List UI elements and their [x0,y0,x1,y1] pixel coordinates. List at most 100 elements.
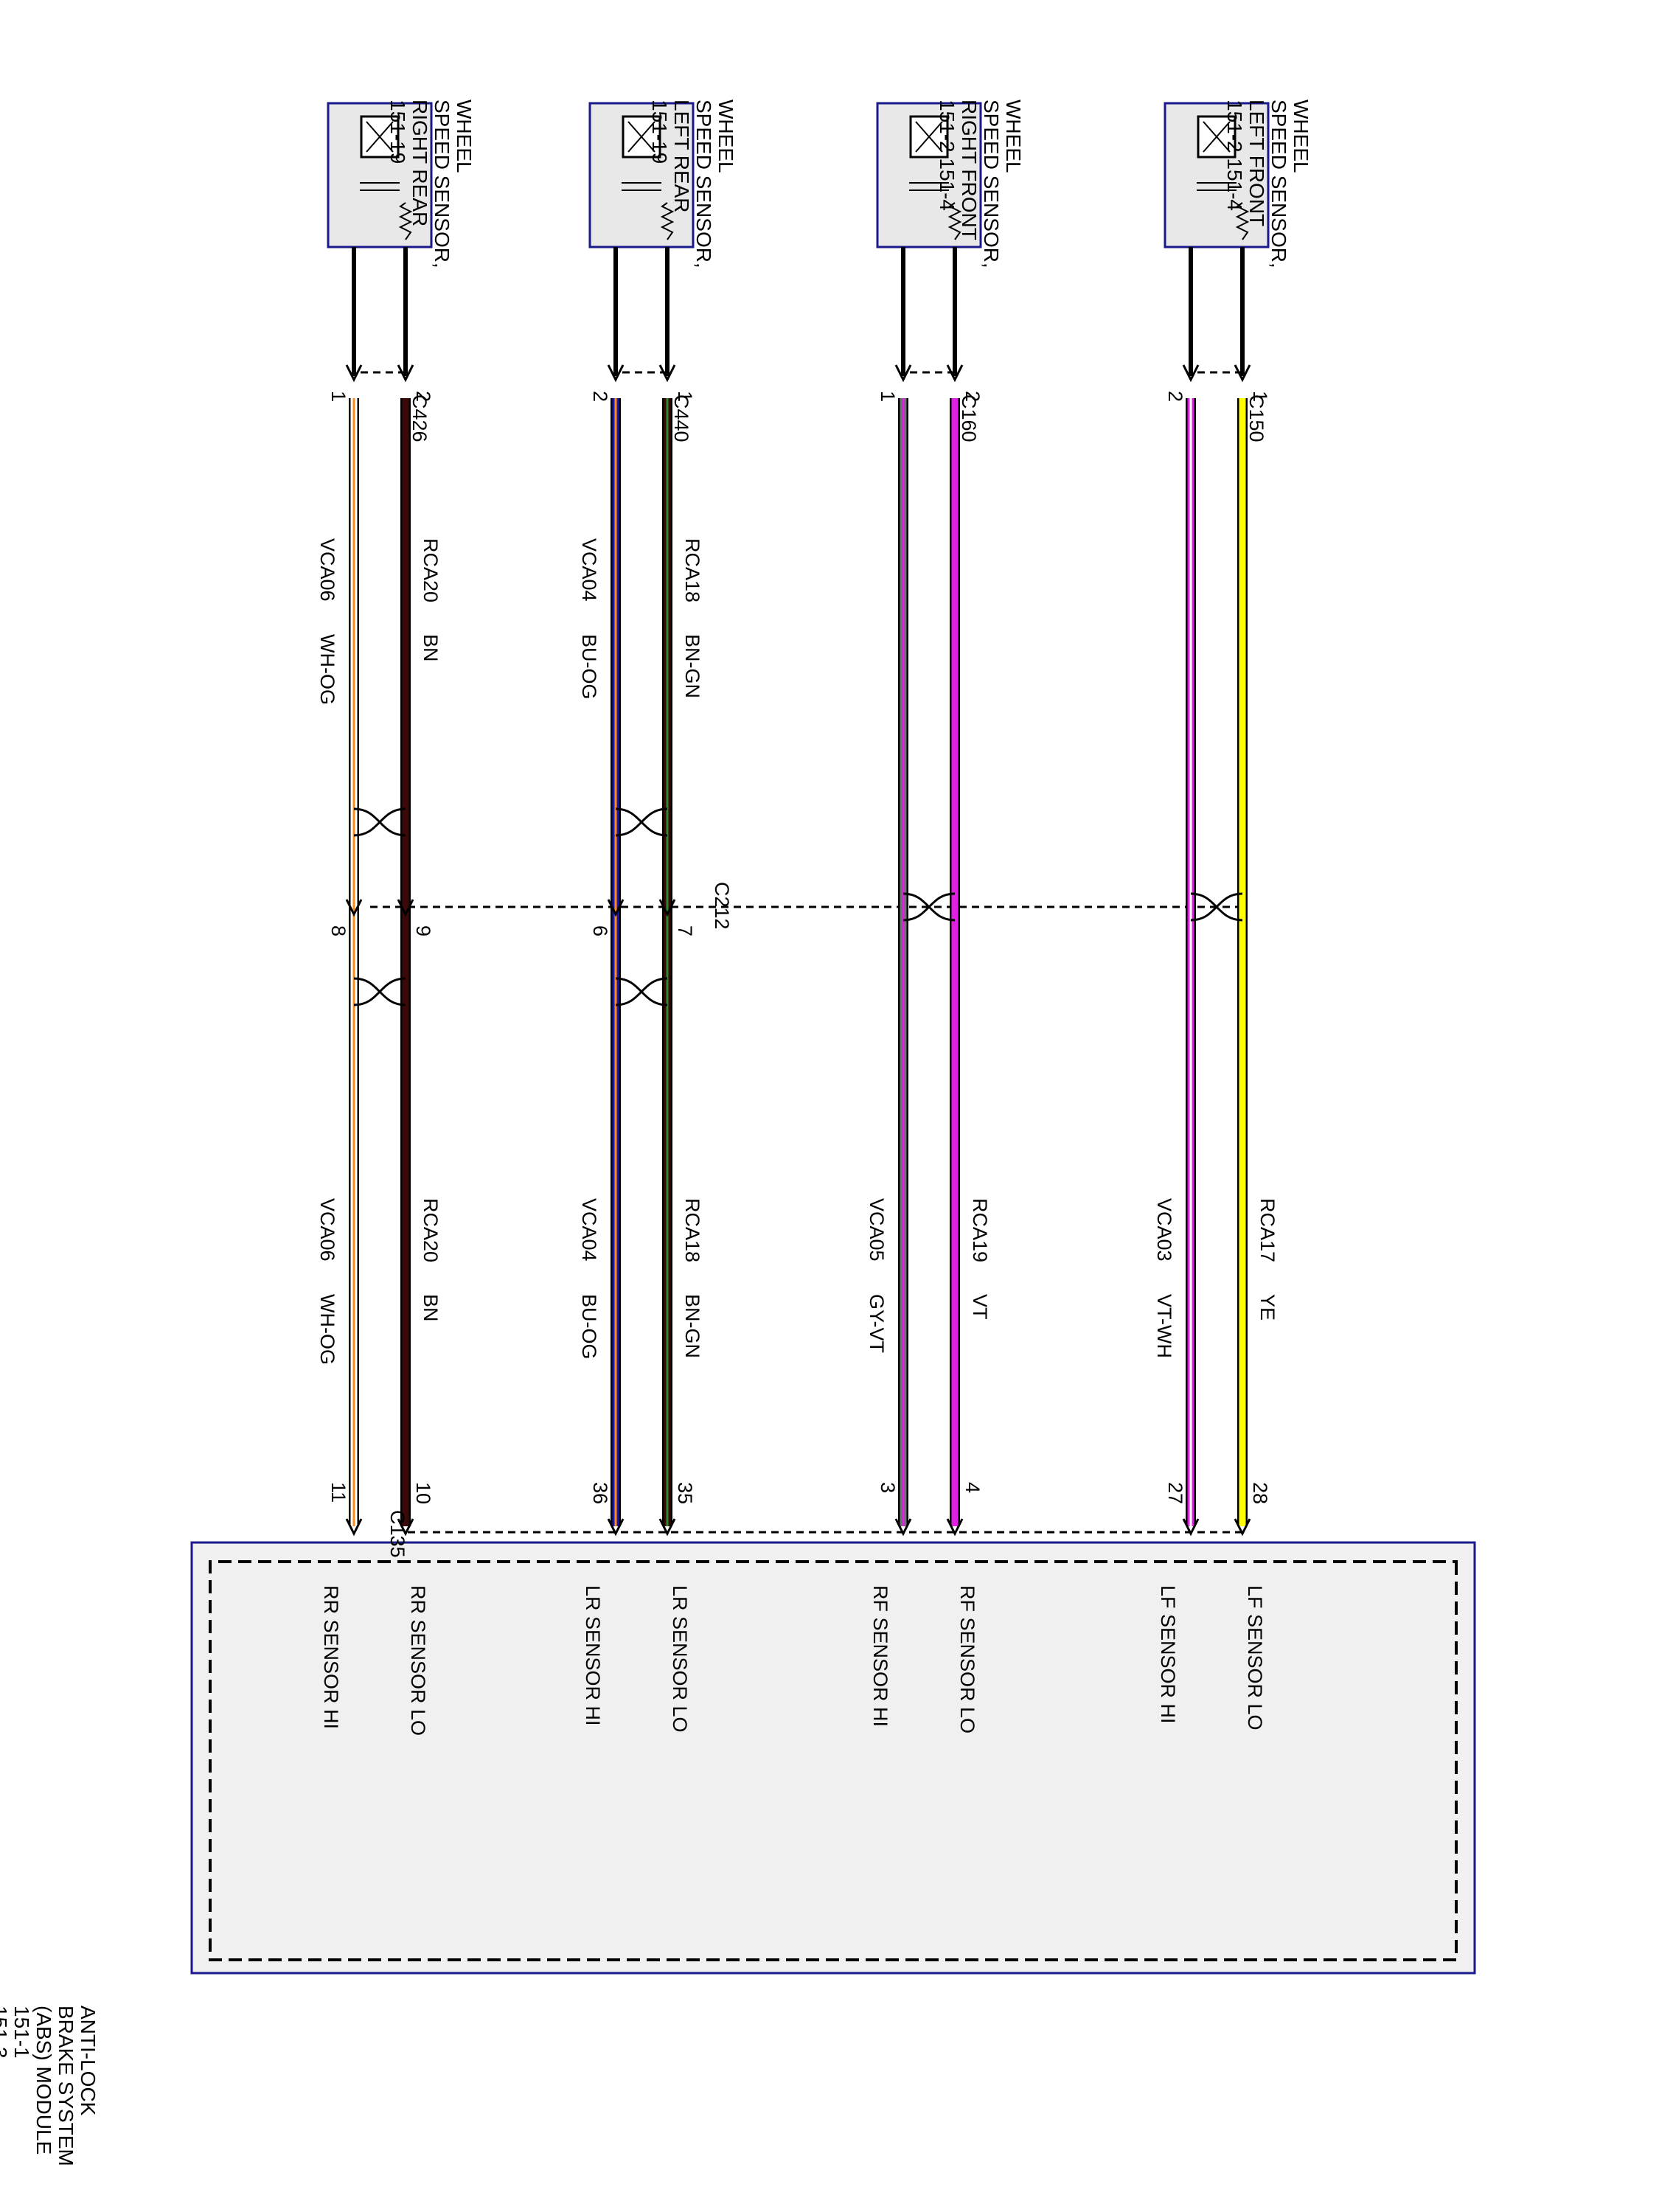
sensor-pin-number: 2 [1164,391,1186,402]
wire-circuit-label: VCA06 [316,538,338,602]
resistor-icon [947,202,962,240]
sensor-label-line: LEFT REAR [670,100,693,213]
wire-circuit-label: RCA19 [969,1198,991,1262]
module-pin-number: 28 [1249,1482,1271,1504]
connector-pin-icon [607,364,625,383]
wire-circuit-label: VCA04 [578,1198,600,1262]
module-pin-icon [397,1518,414,1537]
module-pin-number: 27 [1164,1482,1186,1504]
module-pin-number: 11 [327,1482,349,1503]
sensor-lr-box [588,102,695,248]
wire-circuit-label: VCA06 [316,1198,338,1262]
wire-color-label: BN-GN [681,1294,703,1358]
twisted-pair-icon [1190,892,1243,922]
module-pin-label: RR SENSOR LO [407,1585,429,1736]
sensor-pin-number: 1 [877,391,899,402]
module-pin-label: LF SENSOR LO [1244,1585,1266,1731]
module-pin-label: LR SENSOR HI [582,1585,604,1726]
sensor-label-line: SPEED SENSOR, [692,100,715,268]
wire-color-label: WH-OG [316,634,338,705]
sensor-label-line: WHEEL [1290,100,1312,173]
wire-circuit-label: RCA18 [681,1198,703,1262]
sensor-label-line: SPEED SENSOR, [431,100,453,268]
capacitor-icon [622,182,661,191]
module-pin-icon [1182,1518,1200,1537]
inline-pin-number: 7 [674,925,696,936]
wire-circuit-label: VCA05 [866,1198,888,1262]
abs-module [190,1541,1476,1975]
sensor-pin-number: 1 [1249,391,1271,402]
module-pin-number: 10 [412,1482,434,1504]
sensor-pin-number: 1 [674,391,696,402]
wire-color-label: YE [1256,1294,1279,1321]
connector-pin-icon [345,364,363,383]
sensor-rr-box [327,102,433,248]
sensor-label-line: 151-19 [648,100,671,164]
module-pin-label: RR SENSOR HI [320,1585,342,1729]
module-pin-icon [894,1518,912,1537]
sensor-pin-number: 2 [589,391,611,402]
module-title-line-1: ANTI-LOCK [77,2006,100,2116]
twisted-pair-icon [353,977,406,1006]
sensor-label-line: SPEED SENSOR, [980,100,1003,268]
wire-color-label: BN [420,1294,442,1322]
inline-pin-icon [345,899,363,917]
twisted-pair-icon [902,892,956,922]
connector-pin-icon [894,364,912,383]
sensor-label-line: 151-2 151-4 [1223,100,1246,211]
module-pin-label: LF SENSOR HI [1157,1585,1179,1724]
module-pin-icon [658,1518,676,1537]
inline-pin-icon [397,899,414,917]
module-connector-label: C135 [386,1510,408,1558]
abs-module-outline [190,1541,1476,1975]
sensor-coil-x-icon [915,121,943,153]
inline-pin-icon [658,899,676,917]
module-pin-number: 36 [589,1482,611,1504]
sensor-pin-number: 1 [327,391,349,402]
inline-pin-icon [607,899,625,917]
sensor-label-line: WHEEL [714,100,737,173]
capacitor-icon [1197,182,1237,191]
connector-pin-icon [397,364,414,383]
inline-pin-number: 9 [412,925,434,936]
sensor-lf: WHEELSPEED SENSOR,LEFT FRONT151-2 151-4C… [1153,100,1312,1537]
inline-pin-number: 8 [327,925,349,936]
sensor-label-line: SPEED SENSOR, [1267,100,1290,268]
sensor-coil-x-icon [627,121,655,153]
module-pin-label: RF SENSOR HI [869,1585,891,1727]
sensor-rr-label: WHEELSPEED SENSOR,RIGHT REAR151-19 [386,100,476,268]
sensor-lf-box [1164,102,1270,248]
resistor-icon [398,202,413,240]
wire-color-label: BU-OG [578,1294,600,1360]
wire-circuit-label: RCA20 [420,1198,442,1262]
connector-pin-icon [946,364,964,383]
connector-pin-icon [1234,364,1251,383]
wire-color-label: GY-VT [866,1294,888,1353]
sensor-connector-label: C440 [670,394,692,442]
abs-module-inner-dashed [209,1560,1458,1961]
wire-color-label: VT [969,1294,991,1320]
sensor-rf: WHEELSPEED SENSOR,RIGHT FRONT151-2 151-4… [866,100,1025,1537]
wire-color-label: BN [420,634,442,662]
module-pin-number: 35 [674,1482,696,1504]
wire-circuit-label: RCA17 [1256,1198,1279,1262]
wire-color-label: VT-WH [1153,1294,1175,1358]
module-title-line-5: 151-3 [0,2006,11,2059]
connector-pin-icon [1182,364,1200,383]
module-pin-icon [1234,1518,1251,1537]
sensor-label-line: RIGHT FRONT [958,100,981,240]
module-pin-label: RF SENSOR LO [956,1585,978,1733]
sensor-connector-label: C150 [1245,394,1267,442]
wire-circuit-label: VCA04 [578,538,600,602]
sensor-coil-x-icon [366,121,394,153]
sensor-rf-label: WHEELSPEED SENSOR,RIGHT FRONT151-2 151-4 [936,100,1025,268]
twisted-pair-icon [353,807,406,837]
module-pin-number: 4 [961,1482,984,1493]
sensor-connector-label: C160 [958,394,980,442]
sensor-label-line: 151-2 151-4 [936,100,959,211]
wire-circuit-label: RCA20 [420,538,442,602]
sensor-pin-number: 2 [961,391,984,402]
module-pin-number: 3 [877,1482,899,1493]
twisted-pair-icon [615,807,668,837]
